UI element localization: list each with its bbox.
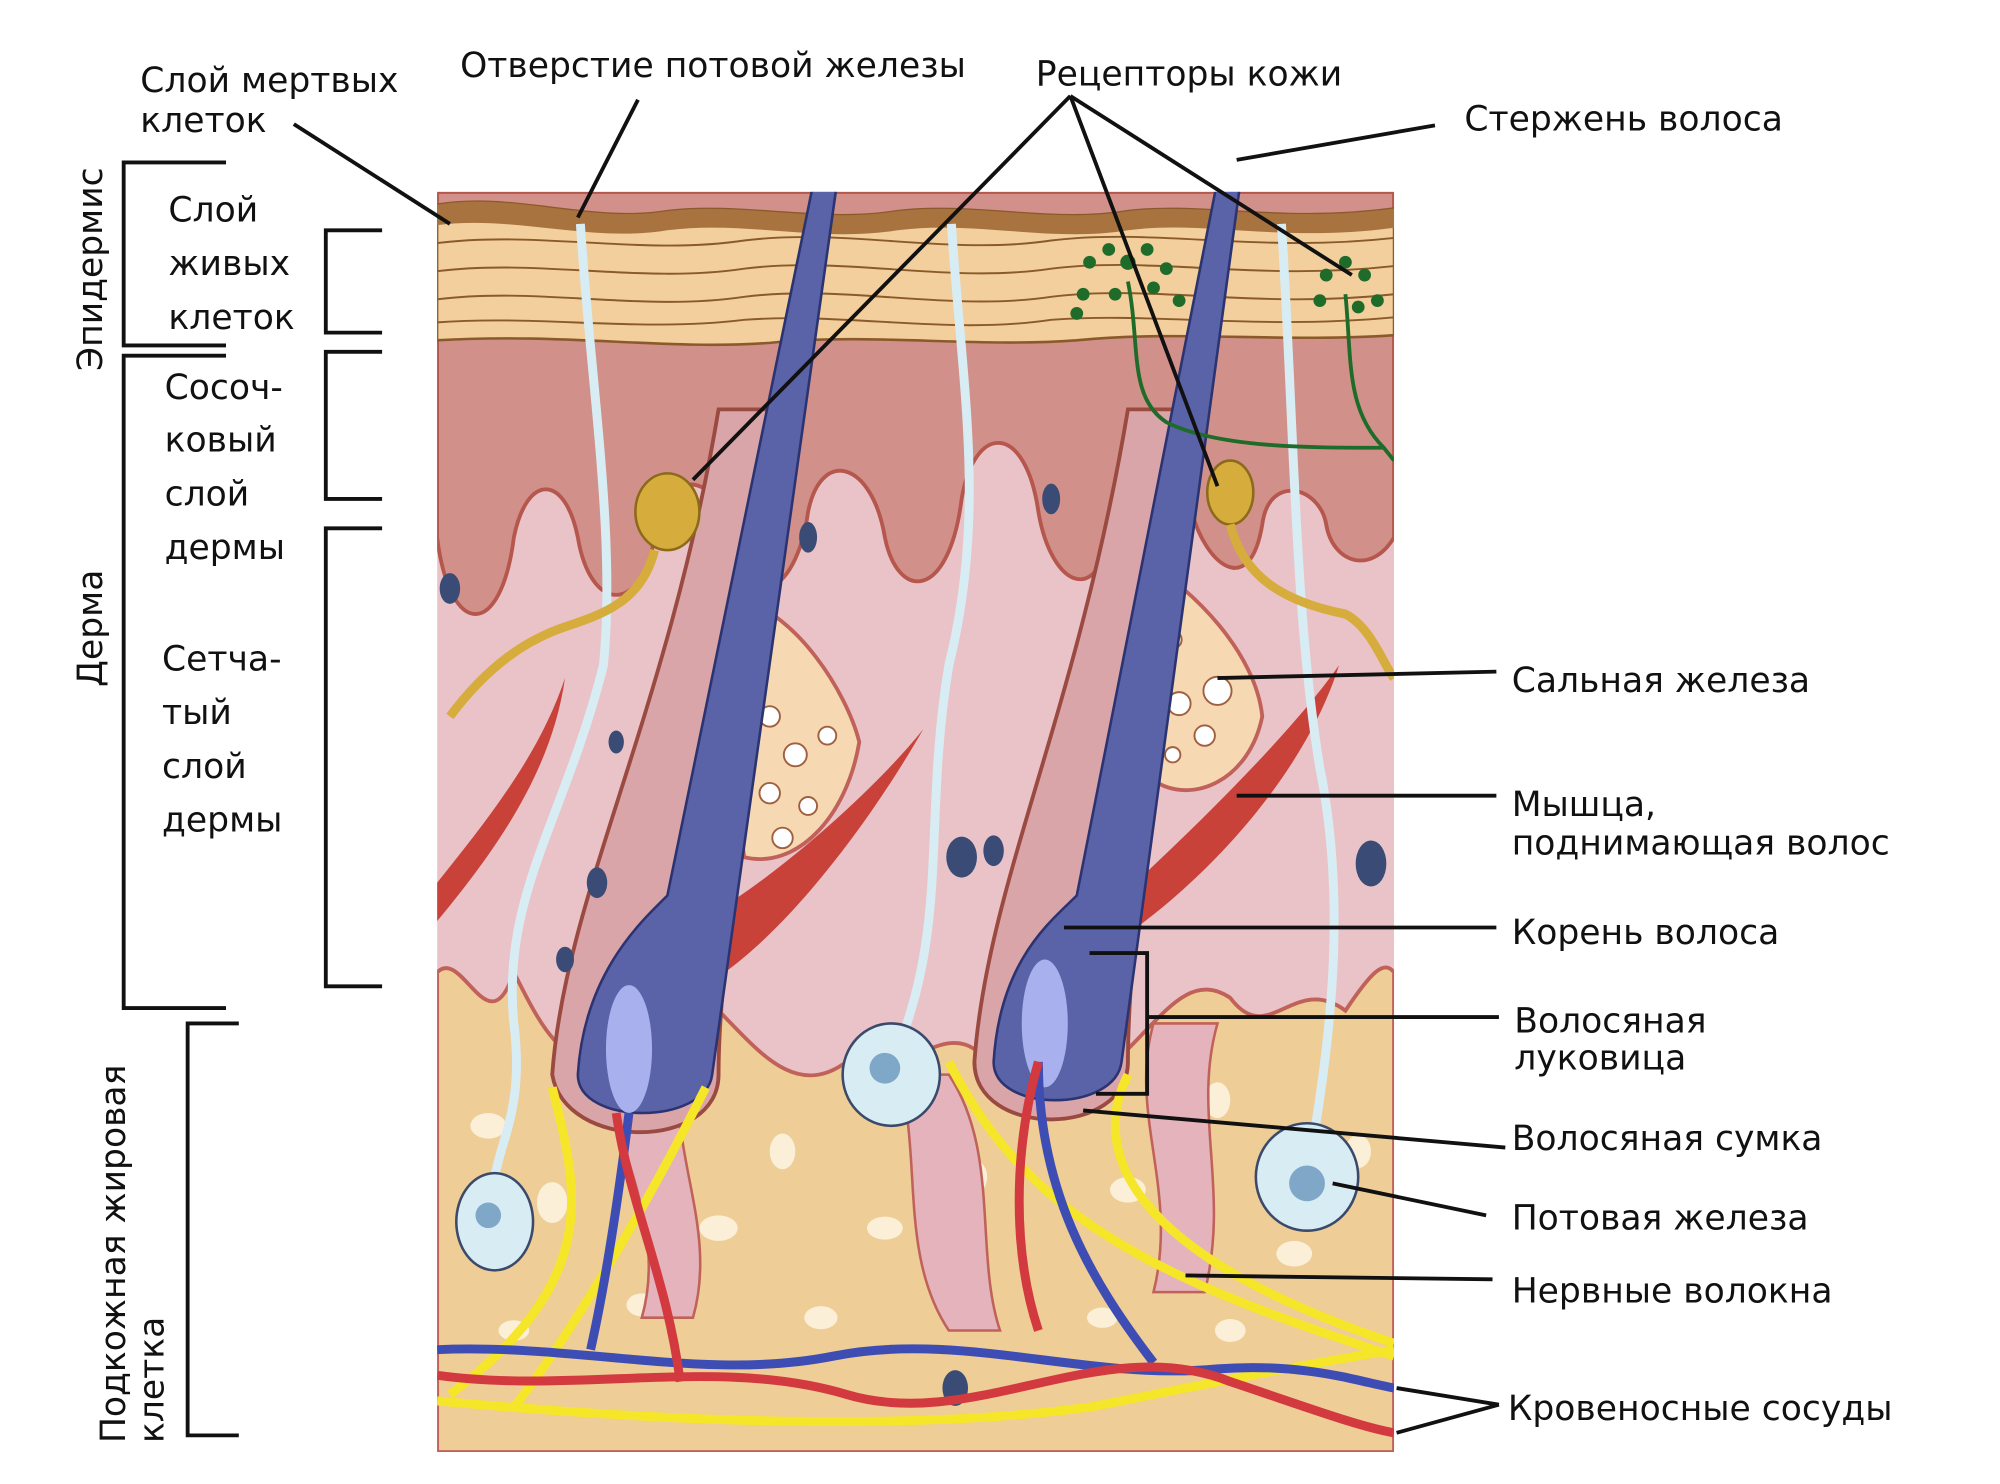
leader-nerves (1185, 1273, 1493, 1282)
label-dead-cells-line2: клеток (140, 101, 266, 141)
label-sebaceous: Сальная железа (1512, 661, 1810, 701)
label-papillary-3: слой (165, 474, 250, 514)
label-hair-bulb-1: Волосяная (1514, 1001, 1706, 1041)
bracket-epidermis (121, 160, 227, 348)
bracket-living-cells (323, 228, 383, 335)
label-living-cells-2: живых (168, 244, 290, 284)
receptor-nerve-ending-left (1126, 281, 1384, 450)
yellow-nerve-branches (446, 523, 1395, 720)
arrector-muscle-right (1121, 665, 1340, 934)
label-hair-root: Корень волоса (1512, 913, 1780, 953)
label-subcutaneous-2: клетка (132, 1317, 172, 1443)
leader-hair-bulb (1089, 951, 1499, 1096)
fat-cells (470, 1082, 1371, 1342)
label-papillary-2: ковый (165, 421, 277, 461)
label-reticular-3: слой (162, 747, 247, 787)
arteries (437, 1060, 1395, 1438)
label-muscle-2: поднимающая волос (1512, 824, 1890, 864)
bracket-dermis (121, 353, 227, 1011)
label-sweat-pore: Отверстие потовой железы (460, 46, 966, 86)
pacinian-receptor-right (1205, 459, 1255, 526)
arrector-muscle-far-left (437, 678, 566, 922)
label-reticular-4: дермы (162, 801, 282, 841)
label-reticular-2: тый (162, 693, 232, 733)
leader-receptors (691, 94, 1353, 487)
leader-sweat-pore (576, 98, 640, 219)
label-vessels: Кровеносные сосуды (1508, 1389, 1893, 1429)
bracket-reticular (323, 526, 383, 989)
bracket-papillary (323, 349, 383, 501)
receptor-nerve-ending-right (1343, 294, 1395, 462)
receptor-dendrites (1070, 243, 1384, 320)
label-muscle-1: Мышца, (1512, 785, 1656, 825)
hair-shaft-right (992, 191, 1241, 1102)
label-reticular-1: Сетча- (162, 639, 282, 679)
label-receptors: Рецепторы кожи (1036, 55, 1342, 95)
sweat-duct-middle (893, 223, 974, 1051)
pacinian-receptor-left (634, 472, 701, 552)
label-living-cells-3: клеток (168, 298, 294, 338)
leader-sweat-gland (1332, 1181, 1487, 1218)
hair-root-highlight-right (1021, 959, 1068, 1088)
label-papillary-4: дермы (165, 528, 285, 568)
label-follicle: Волосяная сумка (1512, 1119, 1823, 1159)
label-hair-bulb-2: луковица (1514, 1039, 1686, 1079)
label-epidermis: Эпидермис (71, 167, 111, 371)
sweat-duct-left (489, 223, 612, 1204)
label-dead-cells-line1: Слой мертвых (140, 61, 398, 101)
label-nerves: Нервные волокна (1512, 1271, 1833, 1311)
leader-follicle (1082, 1108, 1506, 1150)
label-subcutaneous-1: Подкожная жировая (94, 1065, 134, 1443)
label-hair-shaft: Стержень волоса (1464, 99, 1782, 139)
leader-vessels (1396, 1386, 1500, 1435)
leader-sebaceous (1217, 669, 1497, 680)
skin-illustration (437, 191, 1395, 1453)
label-dermis: Дерма (71, 570, 111, 687)
sweat-duct-right (1276, 223, 1339, 1140)
arrector-muscle-left (699, 729, 924, 973)
hair-root-highlight-left (605, 985, 653, 1113)
label-sweat-gland: Потовая железа (1512, 1198, 1809, 1238)
leader-dead-cells (292, 122, 451, 226)
label-papillary-1: Сосоч- (165, 368, 283, 408)
sweat-gland-lumens (475, 1052, 1325, 1229)
leader-hair-shaft (1236, 123, 1436, 162)
label-living-cells-1: Слой (168, 190, 258, 230)
bracket-subcutaneous (185, 1021, 239, 1438)
hair-shaft-left (576, 191, 838, 1115)
dead-cell-layer (437, 201, 1395, 235)
